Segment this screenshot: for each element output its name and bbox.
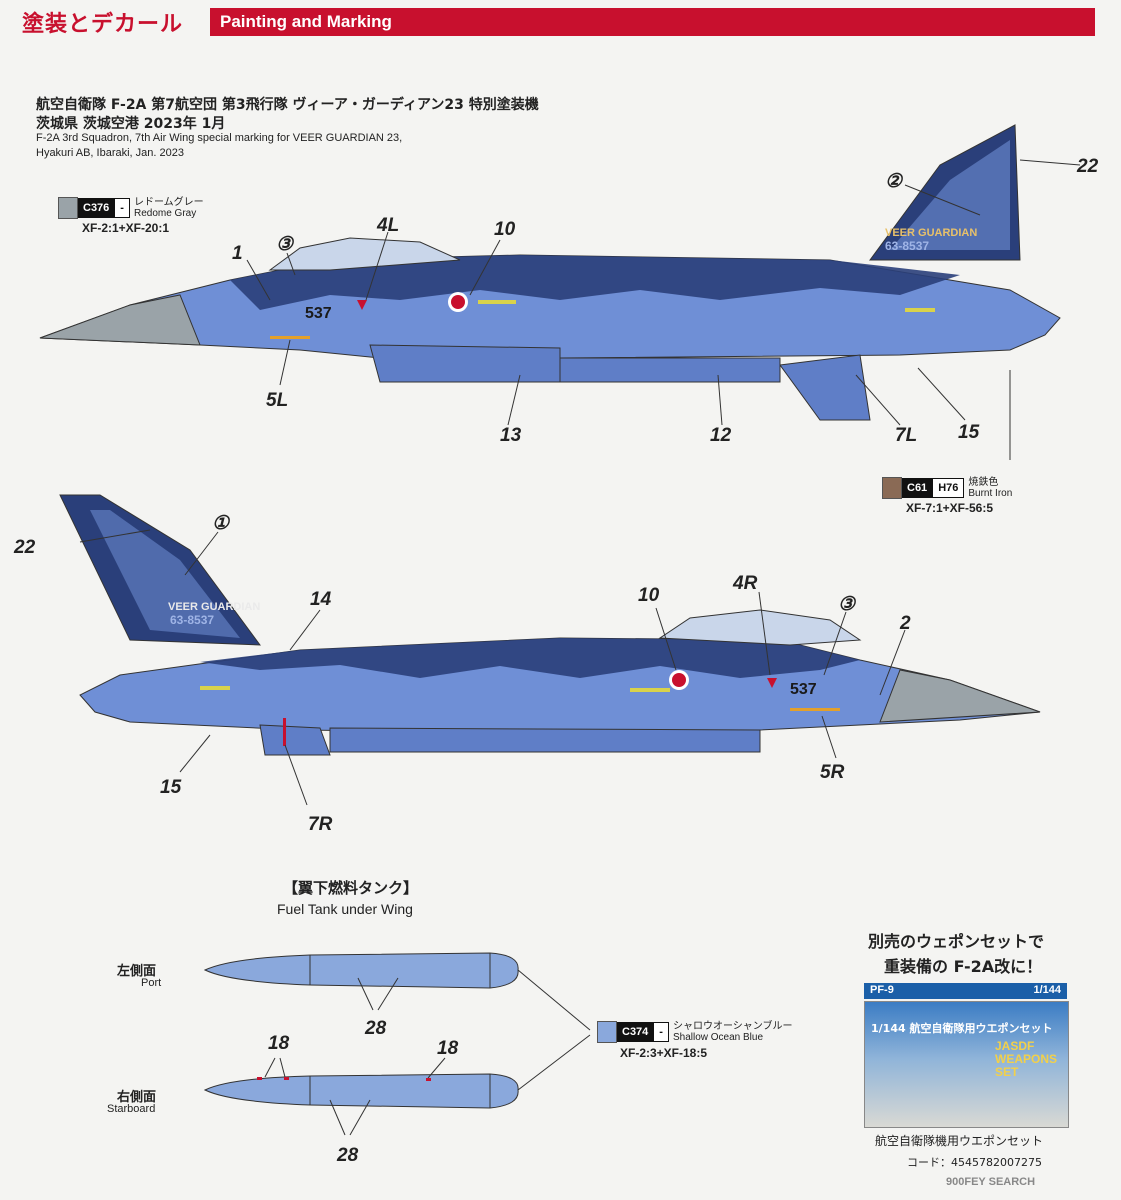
callout-2-starboard: 2 (900, 613, 911, 634)
fuel-tank-drawings (203, 952, 591, 1136)
roundel-hinomaru (672, 673, 686, 687)
starboard-label-en: Starboard (107, 1103, 156, 1115)
subject-title-jp-2: 茨城県 茨城空港 2023年 1月 (36, 116, 226, 132)
port-label-jp: 左側面 (117, 964, 157, 979)
ad-scale: 1/144 (1033, 984, 1061, 996)
fuel-tank-port (203, 952, 519, 989)
color-code: C61 (902, 478, 933, 498)
callout-15-starboard: 15 (160, 777, 182, 798)
tail-text: VEER GUARDIAN (885, 227, 977, 239)
color-swatch (58, 197, 78, 219)
header-title-en: Painting and Marking (220, 12, 392, 31)
callout-22: 22 (1077, 156, 1099, 177)
color-swatch (597, 1021, 617, 1043)
aircraft-port-view: VEER GUARDIAN 63-8537 537 (39, 124, 1081, 460)
footer-text: 900FEY SEARCH (946, 1176, 1036, 1188)
ad-line-1: 別売のウェポンセットで (868, 932, 1045, 951)
callout-4L: 4L (377, 215, 400, 236)
starboard-label-jp: 右側面 (117, 1090, 157, 1105)
callout-7R: 7R (308, 814, 333, 835)
ad-line-2: 重装備の F-2A改に！ (884, 957, 1043, 976)
callout-15: 15 (958, 422, 980, 443)
callout-10-starboard: 10 (638, 585, 660, 606)
ad-caption: 航空自衛隊機用ウエポンセット (875, 1134, 1044, 1148)
color-code: C374 (617, 1022, 654, 1042)
color-name-en: Burnt Iron (968, 488, 1013, 499)
ad-jan-code: コード：4545782007275 (907, 1156, 1042, 1169)
ad-set-name: JASDF WEAPONS SET (995, 1039, 1058, 1079)
callout-14: 14 (310, 589, 332, 610)
callout-28-starboard: 28 (337, 1145, 359, 1166)
fuel-tank-starboard (203, 1073, 519, 1109)
callout-18-a: 18 (268, 1033, 290, 1054)
subject-title-jp-1: 航空自衛隊 F-2A 第7航空団 第3飛行隊 ヴィーア・ガーディアン23 特別塗… (36, 97, 539, 113)
callout-13: 13 (500, 425, 522, 446)
callout-5L: 5L (266, 390, 289, 411)
callout-3-starboard: ③ (838, 594, 856, 615)
callout-1: 1 (232, 243, 243, 264)
port-label-en: Port (141, 977, 162, 989)
tail-text-starboard: VEER GUARDIAN (168, 601, 260, 613)
nose-number-starboard: 537 (790, 681, 817, 698)
color-mix-shallow-ocean-blue: XF-2:3+XF-18:5 (620, 1046, 708, 1060)
header-title-jp: 塗装とデカール (22, 12, 184, 37)
color-mix-redome-gray: XF-2:1+XF-20:1 (82, 221, 170, 235)
ad-code: PF-9 (870, 984, 894, 996)
color-swatch (882, 477, 902, 499)
roundel-hinomaru (451, 295, 465, 309)
callout-3: ③ (276, 234, 294, 255)
ad-bar: PF-9 1/144 (864, 983, 1067, 999)
color-mix-burnt-iron: XF-7:1+XF-56:5 (906, 501, 994, 515)
fuel-tank-title-jp: 【翼下燃料タンク】 (283, 879, 419, 897)
color-chip-burnt-iron: C61 H76 焼鉄色 Burnt Iron (882, 477, 1012, 499)
color-code-2: H76 (932, 478, 965, 498)
color-code: C376 (78, 198, 115, 218)
fuel-tank-title-en: Fuel Tank under Wing (277, 901, 413, 917)
color-code-2: - (114, 198, 130, 218)
header-bar (210, 8, 1095, 36)
color-name-jp: レドームグレー (133, 197, 204, 208)
callout-2: ② (885, 171, 903, 192)
callout-7L: 7L (895, 425, 918, 446)
callout-18-b: 18 (437, 1038, 459, 1059)
callout-22-starboard: 22 (14, 537, 36, 558)
callout-28-port: 28 (365, 1018, 387, 1039)
subject-title-en-2: Hyakuri AB, Ibaraki, Jan. 2023 (36, 147, 184, 159)
callout-5R: 5R (820, 762, 845, 783)
callout-4R: 4R (733, 573, 758, 594)
color-chip-redome-gray: C376 - レドームグレー Redome Gray (58, 197, 204, 219)
color-name-jp: 焼鉄色 (968, 477, 999, 488)
callout-12: 12 (710, 425, 732, 446)
tail-serial: 63-8537 (885, 239, 929, 253)
ad-banner: 1/144 航空自衛隊用ウエポンセット (871, 1022, 1053, 1035)
tail-serial-starboard: 63-8537 (170, 613, 214, 627)
aircraft-starboard-view: VEER GUARDIAN 63-8537 537 (59, 494, 1041, 806)
nose-number: 537 (305, 305, 332, 322)
color-code-2: - (653, 1022, 669, 1042)
color-name-en: Shallow Ocean Blue (672, 1032, 764, 1043)
callout-10: 10 (494, 219, 516, 240)
color-name-jp: シャロウオーシャンブルー (672, 1021, 793, 1032)
color-chip-shallow-ocean-blue: C374 - シャロウオーシャンブルー Shallow Ocean Blue (597, 1021, 792, 1043)
callout-1-starboard: ① (212, 513, 230, 534)
ad-product-image: 1/144 航空自衛隊用ウエポンセット JASDF WEAPONS SET (864, 1001, 1069, 1128)
color-name-en: Redome Gray (133, 208, 197, 219)
subject-title-en-1: F-2A 3rd Squadron, 7th Air Wing special … (36, 132, 403, 144)
